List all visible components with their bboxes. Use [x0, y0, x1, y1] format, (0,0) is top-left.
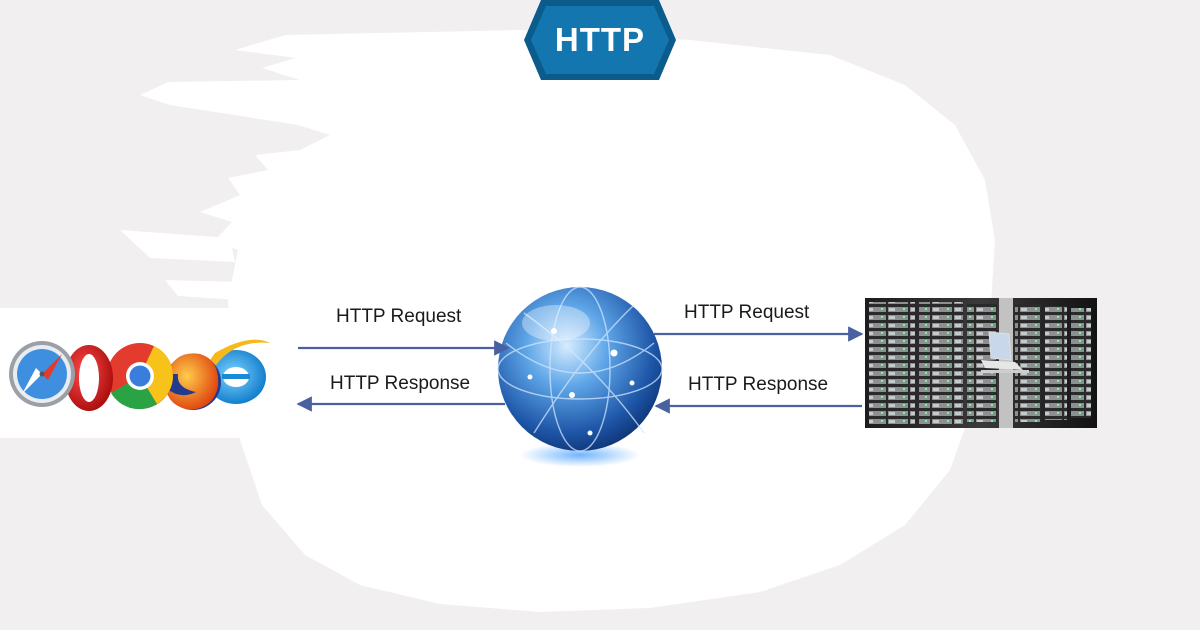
- right-response-label: HTTP Response: [688, 374, 829, 395]
- internet-explorer-icon: [199, 339, 270, 404]
- safari-icon: [9, 341, 75, 407]
- browser-icons: [0, 308, 282, 438]
- opera-icon: [65, 345, 113, 411]
- server-rack-icon: [865, 298, 1097, 428]
- left-response-label: HTTP Response: [330, 373, 471, 394]
- right-request-label: HTTP Request: [684, 302, 810, 323]
- laptop-icon: [981, 331, 1029, 373]
- http-badge-label: HTTP: [554, 21, 646, 58]
- chrome-icon: [107, 343, 174, 410]
- globe-icon: [497, 286, 663, 467]
- http-badge: [524, 0, 676, 80]
- firefox-icon: [165, 353, 221, 410]
- badge-inner: [531, 6, 669, 74]
- left-request-label: HTTP Request: [336, 306, 462, 327]
